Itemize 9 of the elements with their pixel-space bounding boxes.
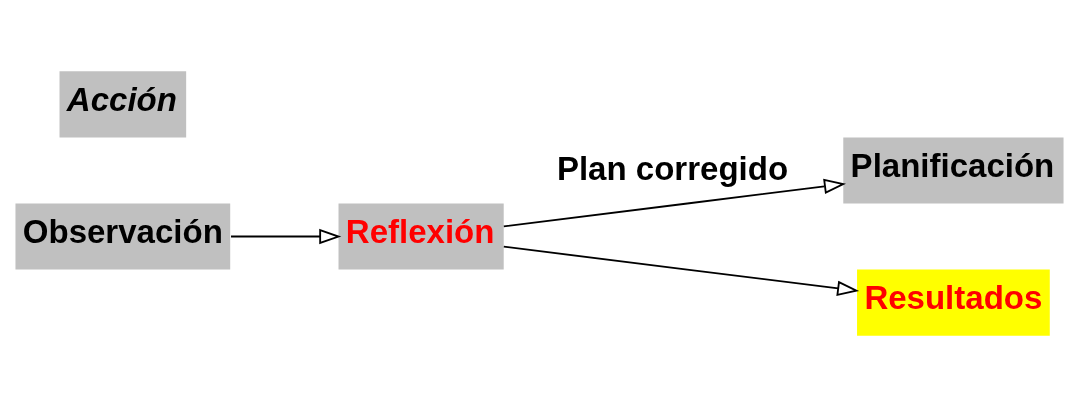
edge-label: Plan corregido — [556, 150, 789, 188]
node-box: Planificación — [843, 137, 1064, 204]
arrow — [502, 245, 860, 296]
arrow — [502, 178, 846, 228]
node-box: Reflexión — [338, 203, 504, 270]
node-box: Observación — [15, 203, 231, 270]
node-box: Acción — [59, 71, 187, 138]
node-box: Resultados — [857, 269, 1050, 336]
arrow — [230, 228, 342, 245]
